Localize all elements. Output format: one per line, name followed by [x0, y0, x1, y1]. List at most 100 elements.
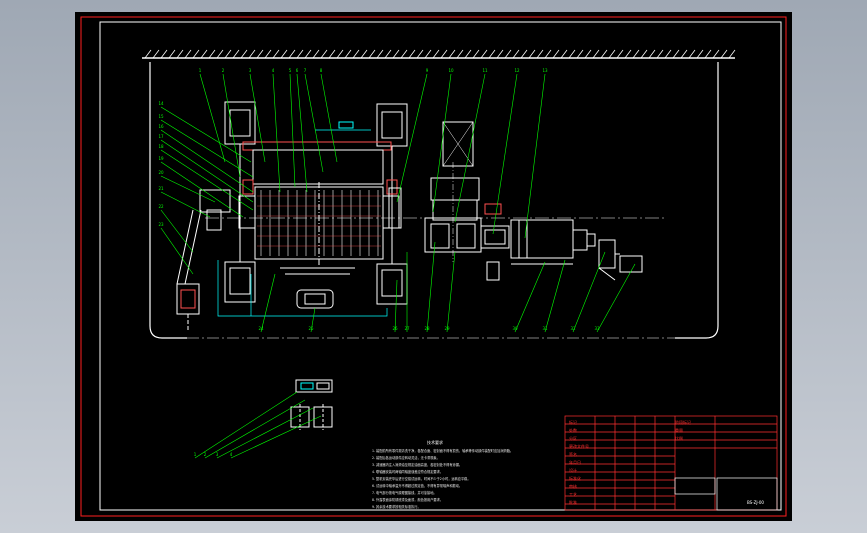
hatch-mark [296, 49, 304, 59]
tb-label: 标准化 [569, 476, 581, 481]
hatch-mark [256, 49, 264, 59]
hatch-mark [576, 49, 584, 59]
balloon-number: 18 [158, 144, 164, 149]
balloon-number: 28 [424, 326, 430, 331]
balloon-number: 25 [308, 326, 314, 331]
balloon-number: 29 [444, 326, 450, 331]
balloon-number: 17 [158, 134, 164, 139]
leader-line [320, 73, 338, 163]
balloon-number: 7 [304, 68, 307, 73]
balloon-number: 1 [194, 452, 197, 457]
leader-line [524, 73, 546, 239]
balloon-number: 33 [594, 326, 600, 331]
balloon-number: 31 [542, 326, 548, 331]
tb-label: 更改文件号 [569, 444, 589, 449]
tb-label: 批准 [569, 500, 577, 505]
leader-line [160, 129, 254, 193]
leader-line [204, 399, 306, 459]
hatch-mark [192, 49, 200, 59]
balloon-number: 4 [230, 452, 233, 457]
leader-line [222, 73, 241, 178]
tb-label: 处数 [569, 428, 577, 433]
hatch-mark [560, 49, 568, 59]
drum-body [254, 182, 384, 267]
hatch-mark [696, 49, 704, 59]
balloon-number: 3 [249, 68, 252, 73]
hatch-mark [416, 49, 424, 59]
technical-notes: 技术要求 1. 装配前所有零件需清洗干净，各配合面、密封面不得有损伤，轴承等传动… [372, 440, 552, 515]
hatch-mark [336, 49, 344, 59]
leader-line [160, 139, 254, 203]
balloon-number: 3 [216, 452, 219, 457]
hatch-mark [304, 49, 312, 59]
hatch-mark [144, 49, 152, 59]
leader-line [272, 73, 281, 193]
tb-label: 工艺 [569, 492, 577, 497]
end-bearings [238, 179, 402, 229]
tb-label: 重量 [675, 428, 683, 433]
hatch-mark [384, 49, 392, 59]
hatch-mark [440, 49, 448, 59]
hatch-mark [176, 49, 184, 59]
left-drive-hanger [176, 189, 231, 332]
note-line: 4. 联轴器安装时两轴同轴度误差应符合规定要求。 [372, 470, 443, 474]
note-line: 7. 电气部分按电气原理图接线，并可靠接地。 [372, 491, 437, 495]
hatch-mark [720, 49, 728, 59]
hatch-mark [472, 49, 480, 59]
hatch-mark [608, 49, 616, 59]
balloon-number: 24 [258, 326, 264, 331]
tb-label: 分区 [569, 436, 577, 441]
leader-line [304, 73, 324, 173]
leader-line [160, 119, 254, 178]
hatch-mark [664, 49, 672, 59]
hatch-mark [688, 49, 696, 59]
ceiling-hatch [142, 49, 736, 59]
hatch-mark [432, 49, 440, 59]
hatch-mark [632, 49, 640, 59]
balloon-number: 11 [482, 68, 488, 73]
note-line: 3. 减速器内注入润滑油至规定油面高度，各密封处不得有渗漏。 [372, 463, 463, 467]
foundation-outline [149, 62, 719, 339]
hatch-mark [592, 49, 600, 59]
balloon-number: 32 [570, 326, 576, 331]
hatch-mark [200, 49, 208, 59]
leader-line [432, 73, 452, 213]
hatch-mark [352, 49, 360, 59]
hatch-mark [424, 49, 432, 59]
tb-label: 审核 [569, 484, 577, 489]
detail-views [290, 379, 333, 430]
note-line: 8. 外露表面涂防锈底漆及面漆，颜色按用户要求。 [372, 498, 443, 502]
hatch-mark [488, 49, 496, 59]
assembly-drawing: 1234567891011121314151617181920212223242… [80, 16, 787, 517]
tb-label: 签名 [569, 452, 577, 457]
leader-line [310, 307, 316, 333]
leader-line [194, 391, 298, 459]
support-columns [224, 101, 408, 305]
hatch-mark [704, 49, 712, 59]
hatch-mark [240, 49, 248, 59]
hatch-mark [640, 49, 648, 59]
hatch-mark [552, 49, 560, 59]
hatch-mark [288, 49, 296, 59]
balloon-number: 9 [426, 68, 429, 73]
hatch-mark [656, 49, 664, 59]
leader-line [572, 251, 606, 333]
balloon-number: 6 [296, 68, 299, 73]
leader-line [394, 279, 398, 333]
hatch-mark [672, 49, 680, 59]
note-line: 2. 装配后各运动部件应转动灵活，无卡滞现象。 [372, 456, 440, 460]
hatch-mark [160, 49, 168, 59]
leader-lines [160, 73, 636, 459]
leader-line [492, 73, 518, 235]
drawing-number: BS-ZJ-00 [747, 500, 764, 505]
hatch-mark [216, 49, 224, 59]
leader-line [160, 191, 211, 218]
tb-label: 阶段标记 [675, 420, 691, 425]
hatch-mark [184, 49, 192, 59]
balloon-number: 2 [222, 68, 225, 73]
hatch-mark [480, 49, 488, 59]
balloon-number: 27 [404, 326, 410, 331]
title-block [564, 415, 778, 511]
